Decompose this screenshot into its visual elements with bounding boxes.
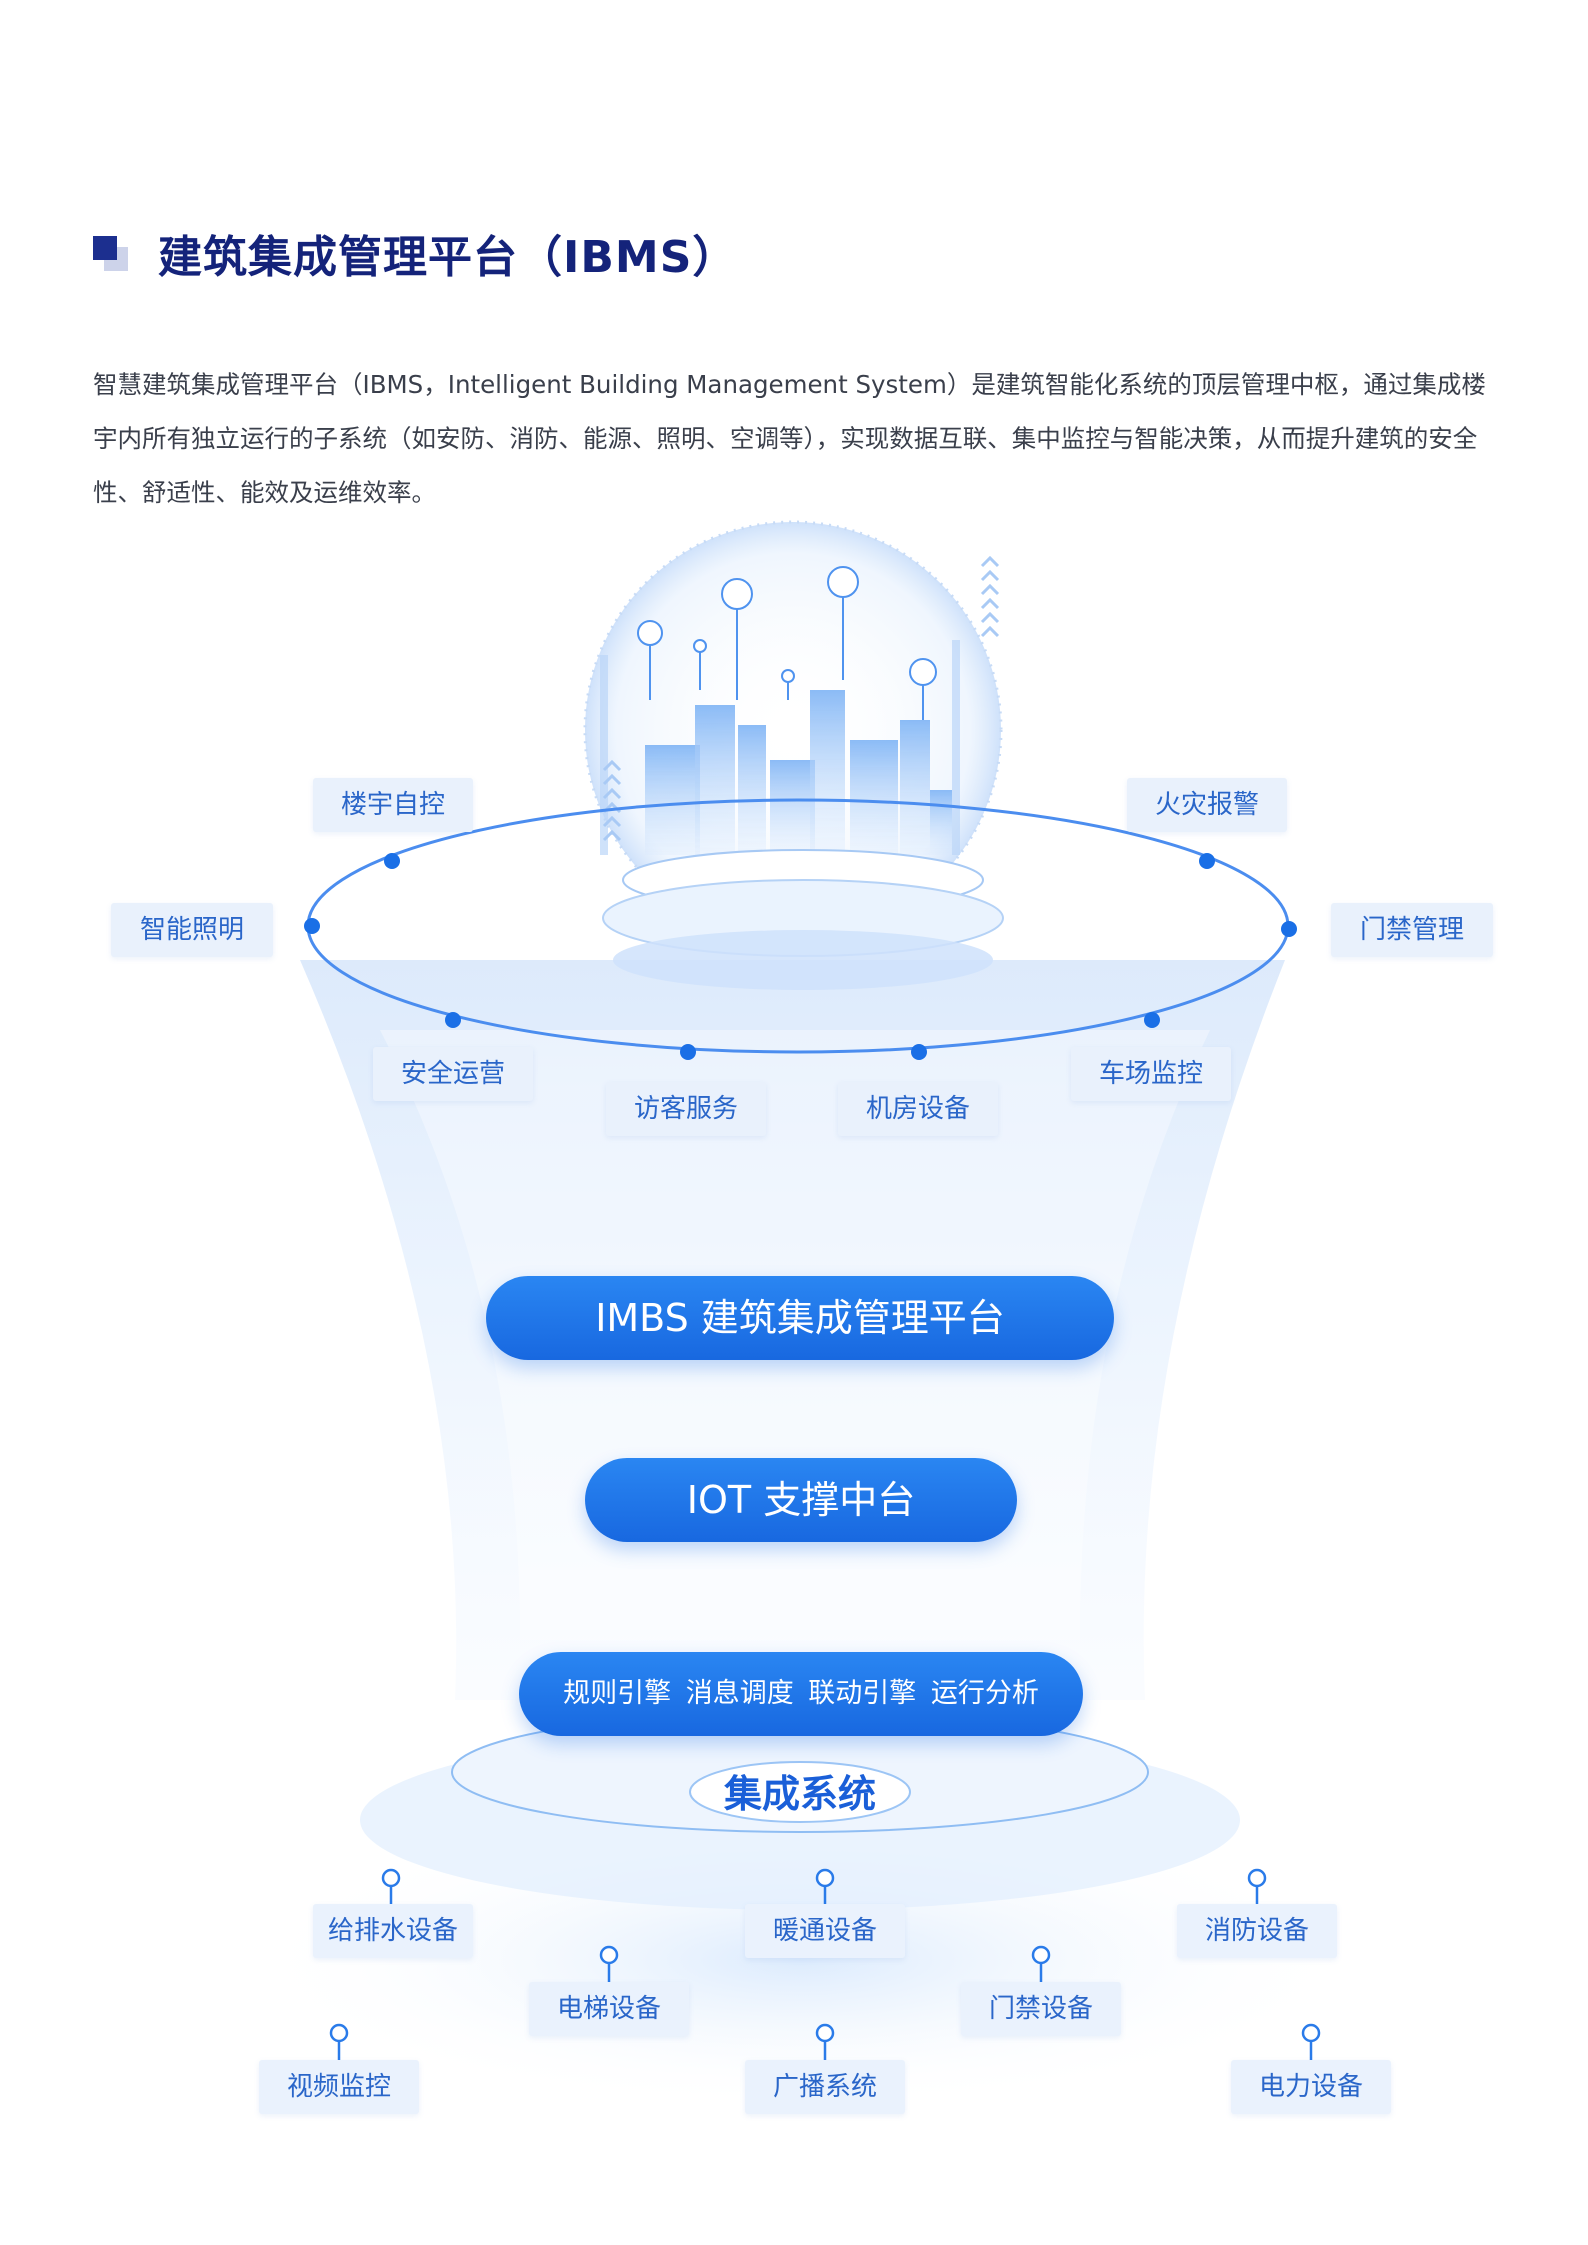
label-parking-monitoring: 车场监控 <box>1071 1047 1231 1101</box>
subsystem-fire-equipment: 消防设备 <box>1177 1904 1337 1958</box>
section-marker-icon <box>93 236 135 278</box>
iot-layer-pill: IOT 支撑中台 <box>585 1458 1017 1542</box>
subsystem-video: 视频监控 <box>259 2060 419 2114</box>
subsystem-broadcast: 广播系统 <box>745 2060 905 2114</box>
page-title: 建筑集成管理平台（IBMS） <box>158 232 738 283</box>
subsystem-water: 给排水设备 <box>313 1904 473 1958</box>
subsystem-power: 电力设备 <box>1231 2060 1391 2114</box>
label-security-operations: 安全运营 <box>373 1047 533 1101</box>
subsystem-access-equipment: 门禁设备 <box>961 1982 1121 2036</box>
platform-layer-pill: IMBS 建筑集成管理平台 <box>486 1276 1114 1360</box>
subsystem-hvac: 暖通设备 <box>745 1904 905 1958</box>
label-access-management: 门禁管理 <box>1331 903 1493 957</box>
label-fire-alarm: 火灾报警 <box>1127 778 1287 832</box>
engine-layer-pill: 规则引擎 消息调度 联动引擎 运行分析 <box>519 1652 1083 1736</box>
label-visitor-service: 访客服务 <box>606 1082 766 1136</box>
integrated-systems-title: 集成系统 <box>723 1772 876 1816</box>
intro-paragraph: 智慧建筑集成管理平台（IBMS，Intelligent Building Man… <box>93 370 1486 507</box>
label-smart-lighting: 智能照明 <box>111 903 273 957</box>
label-building-control: 楼宇自控 <box>313 778 473 832</box>
subsystem-elevator: 电梯设备 <box>529 1982 689 2036</box>
label-server-room: 机房设备 <box>838 1082 998 1136</box>
